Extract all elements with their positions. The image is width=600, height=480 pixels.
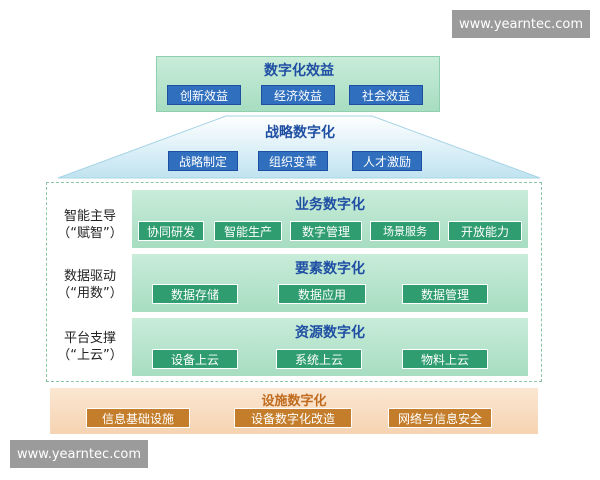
resources-panel: 资源数字化 设备上云 系统上云 物料上云 xyxy=(132,318,528,376)
elements-data-application: 数据应用 xyxy=(278,284,366,304)
resources-system-cloud: 系统上云 xyxy=(276,349,362,369)
elements-side-label: 数据驱动 （“用数”） xyxy=(50,268,130,302)
business-digital-mgmt: 数字管理 xyxy=(290,221,362,241)
business-scene-service: 场景服务 xyxy=(370,221,440,241)
strategy-talent: 人才激励 xyxy=(352,151,422,171)
business-side-line1: 智能主导 xyxy=(63,209,116,224)
elements-side-line1: 数据驱动 xyxy=(63,269,116,284)
facilities-device-digital-retrofit: 设备数字化改造 xyxy=(234,408,352,428)
business-panel: 业务数字化 协同研发 智能生产 数字管理 场景服务 开放能力 xyxy=(132,190,528,248)
watermark-top: www.yearntec.com xyxy=(452,10,590,38)
facilities-network-security: 网络与信息安全 xyxy=(388,408,492,428)
benefits-panel: 数字化效益 创新效益 经济效益 社会效益 xyxy=(156,56,440,112)
business-collab-rd: 协同研发 xyxy=(138,221,204,241)
elements-title: 要素数字化 xyxy=(295,261,365,277)
elements-side-line2: （“用数”） xyxy=(57,286,123,301)
benefits-title: 数字化效益 xyxy=(264,63,334,79)
strategy-title: 战略数字化 xyxy=(265,125,335,141)
business-side-line2: （“赋智”） xyxy=(57,226,123,241)
benefit-social: 社会效益 xyxy=(349,85,423,105)
layers-frame xyxy=(46,182,542,382)
strategy-org-change: 组织变革 xyxy=(258,151,328,171)
benefit-economic: 经济效益 xyxy=(261,85,335,105)
strategy-planning: 战略制定 xyxy=(168,151,238,171)
business-title: 业务数字化 xyxy=(295,197,365,213)
facilities-info-infrastructure: 信息基础设施 xyxy=(86,408,190,428)
business-smart-production: 智能生产 xyxy=(214,221,282,241)
elements-data-storage: 数据存储 xyxy=(152,284,238,304)
watermark-bottom: www.yearntec.com xyxy=(10,440,148,468)
elements-panel: 要素数字化 数据存储 数据应用 数据管理 xyxy=(132,254,528,312)
facilities-panel: 设施数字化 信息基础设施 设备数字化改造 网络与信息安全 xyxy=(50,388,538,434)
resources-material-cloud: 物料上云 xyxy=(402,349,488,369)
business-open-capability: 开放能力 xyxy=(448,221,522,241)
business-side-label: 智能主导 （“赋智”） xyxy=(50,208,130,242)
resources-side-line2: （“上云”） xyxy=(57,348,123,363)
benefit-innovation: 创新效益 xyxy=(167,85,241,105)
resources-side-line1: 平台支撑 xyxy=(63,331,116,346)
resources-side-label: 平台支撑 （“上云”） xyxy=(50,330,130,364)
resources-device-cloud: 设备上云 xyxy=(152,349,238,369)
resources-title: 资源数字化 xyxy=(295,325,365,341)
elements-data-management: 数据管理 xyxy=(402,284,488,304)
facilities-title: 设施数字化 xyxy=(261,394,327,409)
